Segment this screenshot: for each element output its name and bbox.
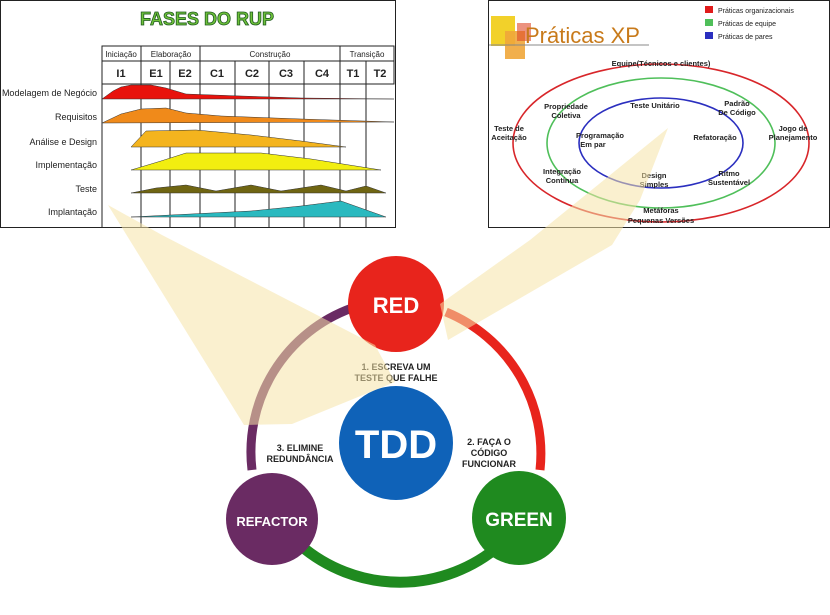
practice-programacao: Programação xyxy=(576,131,624,140)
iter-i1: I1 xyxy=(116,68,125,80)
disc-requisitos: Requisitos xyxy=(55,112,98,122)
outer-ring xyxy=(512,63,810,223)
practice-jogo-2: Planejamento xyxy=(769,133,818,142)
step3-line1: 3. ELIMINE xyxy=(277,443,324,453)
refactor-node: REFACTOR xyxy=(226,473,318,565)
legend-blue-swatch xyxy=(705,32,713,39)
xp-panel: Práticas XP Práticas organizacionais Prá… xyxy=(488,0,830,228)
disc-implementacao: Implementação xyxy=(35,160,97,170)
practice-ritmo-2: Sustentável xyxy=(708,178,750,187)
disc-modelagem: Modelagem de Negócio xyxy=(2,88,97,98)
disc-implantacao: Implantação xyxy=(48,207,97,217)
practice-ritmo: Ritmo xyxy=(718,169,740,178)
practice-refatoracao: Refatoração xyxy=(693,133,737,142)
iter-c1: C1 xyxy=(210,68,224,80)
legend-pares: Práticas de pares xyxy=(718,34,773,41)
practice-design-2: Simples xyxy=(640,180,669,189)
hump-modelagem xyxy=(101,84,395,100)
practice-teste-unitario: Teste Unitário xyxy=(630,101,680,110)
practice-design: Design xyxy=(641,171,666,180)
iter-c2: C2 xyxy=(245,68,259,80)
tdd-center-node: TDD xyxy=(339,386,453,500)
xp-diagram: Práticas XP Práticas organizacionais Prá… xyxy=(489,6,818,225)
legend-equipe: Práticas de equipe xyxy=(718,21,776,28)
step2-line2: CÓDIGO xyxy=(471,447,508,458)
step1-line2: TESTE QUE FALHE xyxy=(354,373,437,383)
practice-integracao-2: Contínua xyxy=(546,176,579,185)
phase-transicao: Transição xyxy=(350,50,385,59)
practice-teste-aceitacao: Teste de xyxy=(494,124,524,133)
rup-title: FASES DO RUP xyxy=(140,9,274,29)
iter-t1: T1 xyxy=(347,68,360,80)
refactor-label: REFACTOR xyxy=(236,514,308,529)
practice-jogo: Jogo de xyxy=(779,124,808,133)
disc-teste: Teste xyxy=(75,184,97,194)
practice-integracao: Integração xyxy=(543,167,581,176)
hump-requisitos xyxy=(101,107,395,124)
red-node: RED xyxy=(348,256,444,352)
step2-line3: FUNCIONAR xyxy=(462,459,516,469)
hump-analise xyxy=(130,129,347,148)
step3-line2: REDUNDÂNCIA xyxy=(267,453,334,464)
phase-construcao: Construção xyxy=(250,50,291,59)
legend-green-swatch xyxy=(705,19,713,26)
step2-line1: 2. FAÇA O xyxy=(467,437,511,447)
iter-c4: C4 xyxy=(315,68,330,80)
practice-programacao-2: Em par xyxy=(580,140,606,149)
practice-teste-aceitacao-2: Aceitação xyxy=(491,133,527,142)
practice-padrao-2: De Código xyxy=(718,108,756,117)
green-label: GREEN xyxy=(485,510,553,531)
iter-c3: C3 xyxy=(279,68,293,80)
practice-padrao: Padrão xyxy=(724,99,750,108)
xp-title: Práticas XP xyxy=(525,23,640,48)
green-node: GREEN xyxy=(472,471,566,565)
practice-propriedade: Propriedade xyxy=(544,102,588,111)
legend-red-swatch xyxy=(705,6,713,13)
hump-teste xyxy=(130,184,387,194)
practice-propriedade-2: Coletiva xyxy=(551,111,581,120)
rup-panel: FASES DO RUP Iniciação Elaboração Constr… xyxy=(0,0,396,228)
phase-iniciacao: Iniciação xyxy=(105,50,137,59)
arc-green-to-refactor xyxy=(296,540,504,588)
hump-implementacao xyxy=(130,152,382,171)
practice-metaforas: Metáforas xyxy=(643,206,678,215)
hump-implantacao xyxy=(130,200,387,218)
iter-e1: E1 xyxy=(149,68,162,80)
disc-analise: Análise e Design xyxy=(29,137,97,147)
step1-line1: 1. ESCREVA UM xyxy=(361,362,430,372)
practice-equipe: Equipe(Técnicos e clientes) xyxy=(612,59,711,68)
red-label: RED xyxy=(373,293,419,318)
tdd-center-label: TDD xyxy=(355,423,437,467)
iter-t2: T2 xyxy=(374,68,387,80)
phase-elaboracao: Elaboração xyxy=(151,50,192,59)
rup-chart: FASES DO RUP Iniciação Elaboração Constr… xyxy=(2,9,395,227)
iter-e2: E2 xyxy=(178,68,191,80)
practice-versoes: Pequenas Versões xyxy=(628,216,694,225)
legend-organizacionais: Práticas organizacionais xyxy=(718,8,794,15)
